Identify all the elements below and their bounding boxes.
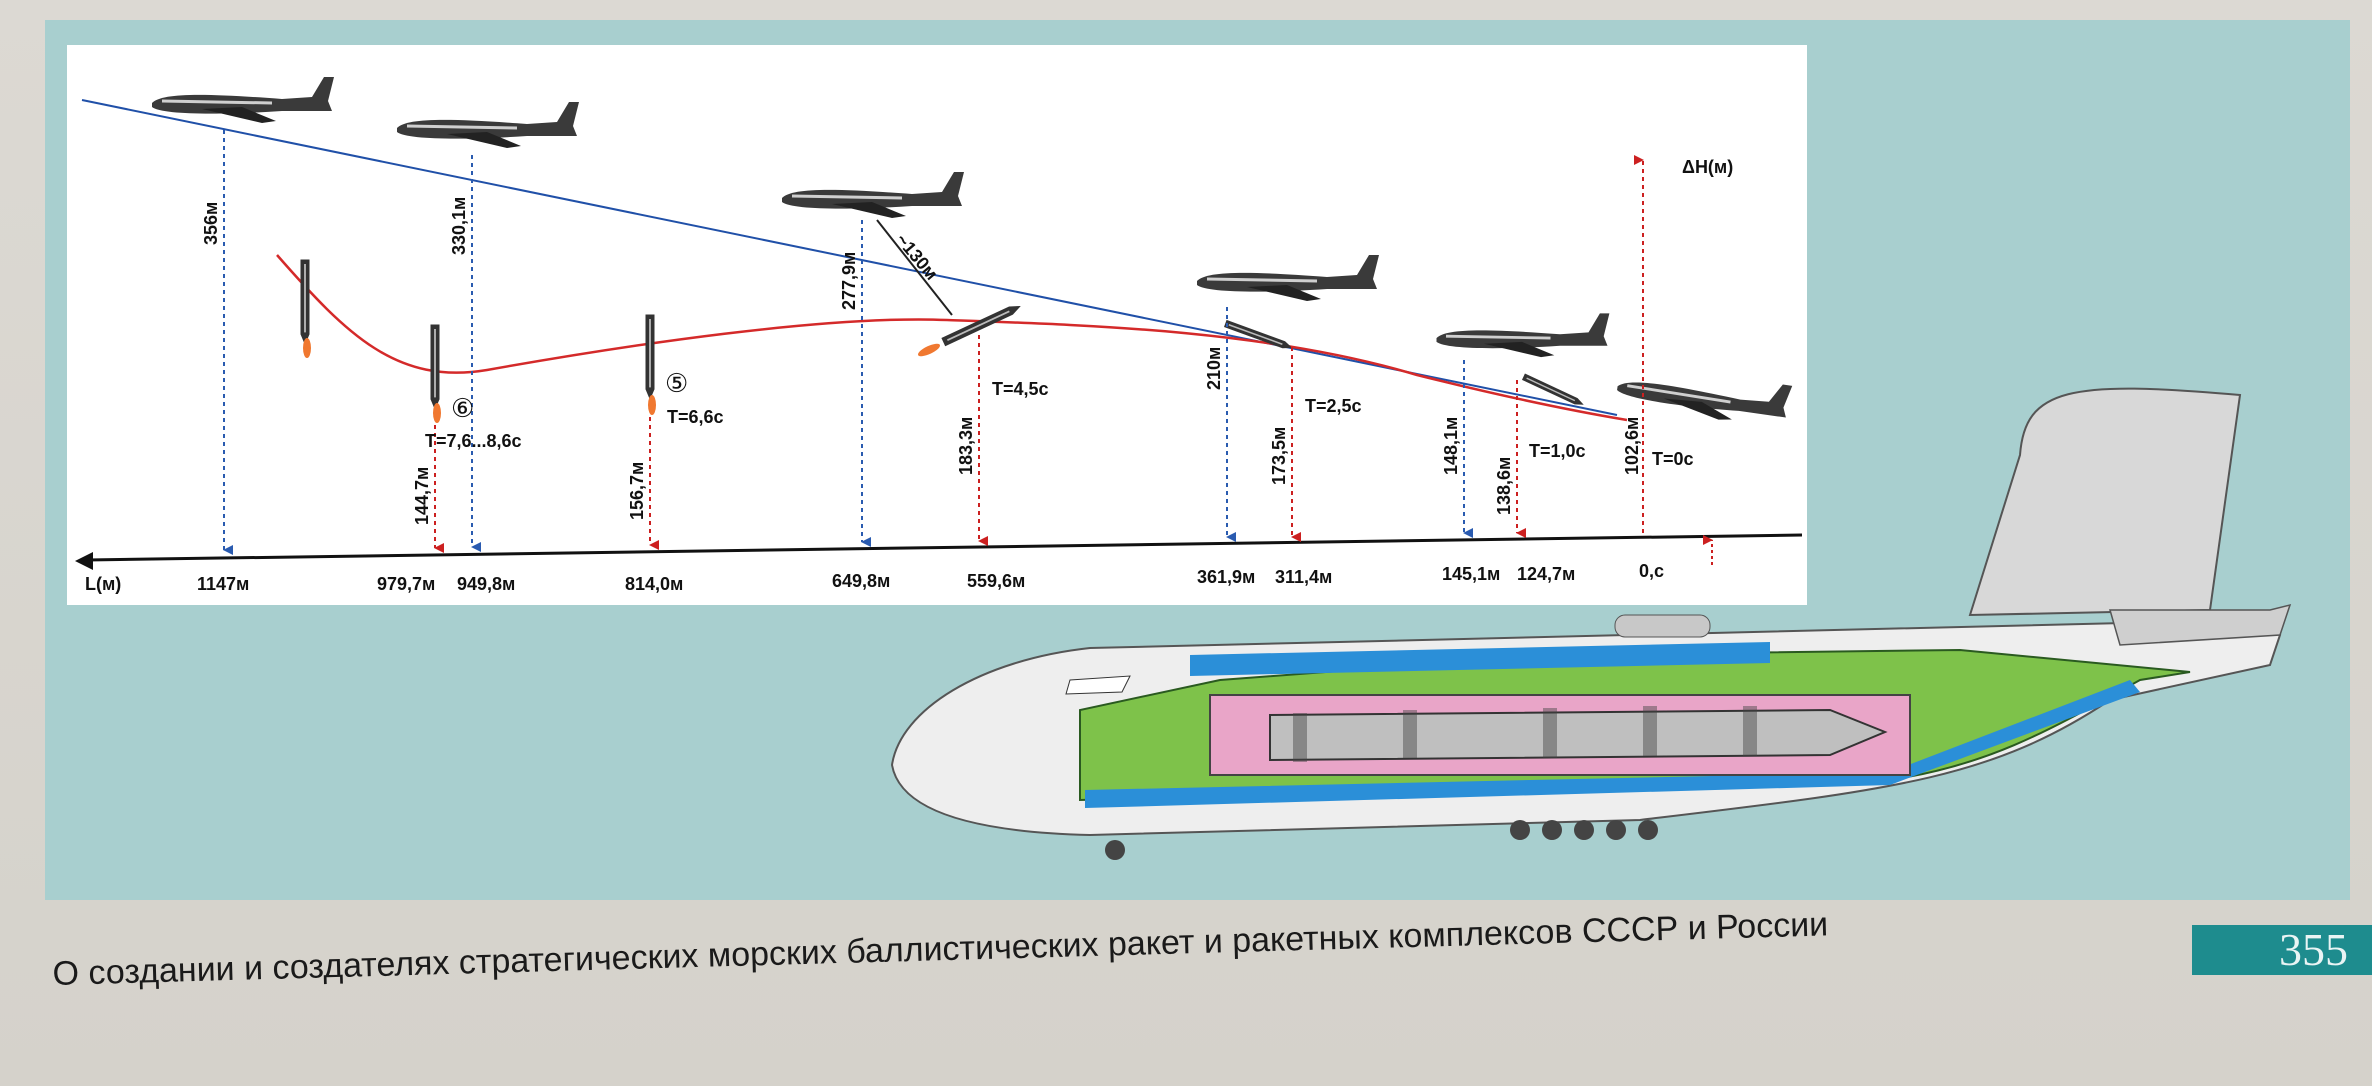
time-label: T=7,6...8,6с: [425, 431, 522, 451]
aircraft-icon: [150, 75, 336, 125]
wheel-icon: [1606, 820, 1626, 840]
launch-sequence-diagram: L(м) ΔH(м) 1147м 979,7м 949,8м 814,0м 64…: [67, 45, 1807, 605]
missile-icon: [644, 313, 656, 401]
time-label: T=1,0с: [1529, 441, 1586, 461]
rocket-cradles: [1293, 706, 1757, 762]
tail-fin: [1968, 387, 2242, 617]
distance-label: 361,9м: [1197, 567, 1255, 587]
missile-height-label: 138,6м: [1494, 457, 1514, 515]
engine-flame-icon: [303, 338, 311, 358]
distance-label: 979,7м: [377, 574, 435, 594]
distance-label: 1147м: [197, 574, 249, 594]
wheel-icon: [1510, 820, 1530, 840]
missile-height-label: 173,5м: [1269, 427, 1289, 485]
distance-label: 949,8м: [457, 574, 515, 594]
upper-deck: [1190, 642, 1770, 676]
page-number-tab: 355: [2192, 925, 2372, 975]
missile-trajectory-curve: [276, 254, 1628, 422]
aircraft-icon: [1195, 253, 1381, 303]
axis-arrow-icon: [75, 552, 93, 570]
distance-axis-label: L(м): [85, 574, 121, 594]
missile-icon: [429, 323, 441, 411]
aircraft-height-label: 277,9м: [839, 252, 859, 310]
distance-label: 814,0м: [625, 574, 683, 594]
page-number: 355: [2279, 924, 2348, 975]
dh-label: ΔH(м): [1682, 157, 1733, 177]
diagram-canvas: L(м) ΔH(м) 1147м 979,7м 949,8м 814,0м 64…: [75, 75, 1803, 594]
distance-label: 145,1м: [1442, 564, 1500, 584]
aircraft-height-label: 210м: [1204, 347, 1224, 390]
stage-marker: ⑥: [451, 394, 474, 424]
aircraft-icon: [780, 170, 966, 220]
nose-wheel-icon: [1105, 840, 1125, 860]
distance-label: 649,8м: [832, 571, 890, 591]
aircraft-height-label: 356м: [201, 202, 221, 245]
distance-label: 124,7м: [1517, 564, 1575, 584]
time-label: T=0с: [1652, 449, 1694, 469]
cockpit-window: [1065, 675, 1131, 695]
time-label: T=4,5с: [992, 379, 1049, 399]
book-running-title: О создании и создателях стратегических м…: [52, 905, 1829, 993]
engine-flame-icon: [648, 395, 656, 415]
aircraft-height-label: 148,1м: [1441, 417, 1461, 475]
time-label: T=2,5с: [1305, 396, 1362, 416]
distance-axis-line: [86, 533, 1803, 562]
wheel-icon: [1542, 820, 1562, 840]
missile-icon: [940, 301, 1024, 348]
missile-height-label: 183,3м: [956, 417, 976, 475]
aircraft-trajectory-line: [81, 99, 1618, 416]
separation-line: [876, 219, 953, 316]
aircraft-height-label: 102,6м: [1622, 417, 1642, 475]
aircraft-icon: [395, 100, 581, 150]
distance-label: 311,4м: [1275, 567, 1332, 587]
aircraft-height-label: 330,1м: [449, 197, 469, 255]
rocket: [1269, 708, 1888, 762]
top-fairing: [1614, 614, 1711, 638]
wheel-icon: [1574, 820, 1594, 840]
wheel-icon: [1638, 820, 1658, 840]
stabilizer: [2109, 603, 2292, 646]
aircraft-icon: [1435, 311, 1611, 359]
cargo-aircraft-cutaway: [890, 387, 2292, 860]
missile-height-label: 156,7м: [627, 462, 647, 520]
distance-label: 0,с: [1639, 561, 1664, 581]
missile-icon: [299, 258, 311, 346]
time-label: T=6,6с: [667, 407, 724, 427]
engine-flame-icon: [917, 343, 941, 357]
missile-height-label: 144,7м: [412, 467, 432, 525]
engine-flame-icon: [433, 403, 441, 423]
separation-label: ~130м: [892, 230, 942, 284]
distance-label: 559,6м: [967, 571, 1025, 591]
stage-marker: ⑤: [665, 369, 688, 399]
